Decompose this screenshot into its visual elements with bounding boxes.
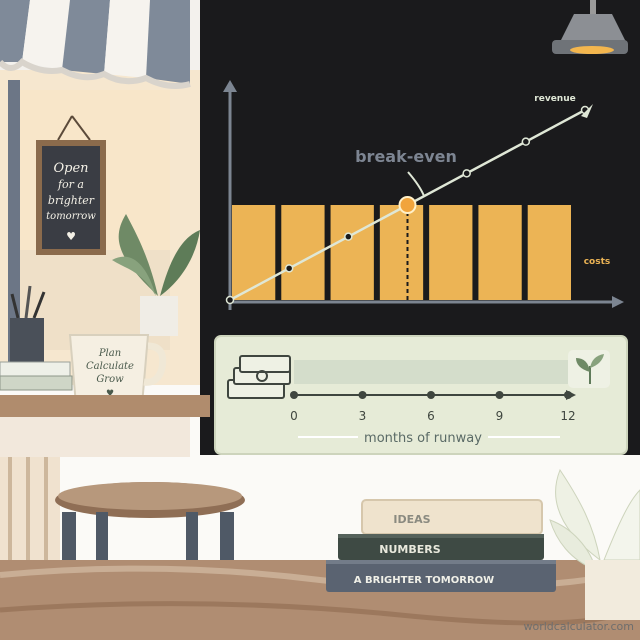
cost-bar bbox=[379, 205, 424, 300]
runway-label: months of runway bbox=[364, 431, 482, 446]
mug-heart-icon: ♥ bbox=[106, 389, 114, 399]
sign-line3: brighter bbox=[48, 194, 95, 207]
sign-heart-icon: ♥ bbox=[66, 230, 76, 243]
timeline-tick bbox=[427, 391, 435, 399]
book-middle-title: NUMBERS bbox=[379, 543, 440, 556]
runway-panel: 0 3 6 9 12 months of runway bbox=[214, 335, 628, 455]
awning bbox=[0, 0, 191, 89]
mug-line2: Calculate bbox=[86, 361, 134, 372]
break-even-label: break-even bbox=[355, 147, 457, 166]
money-stack-icon bbox=[227, 355, 291, 399]
cost-bar bbox=[527, 205, 571, 300]
costs-series-label: costs bbox=[584, 257, 611, 267]
timeline-tick bbox=[495, 391, 504, 399]
revenue-series-label: revenue bbox=[534, 94, 575, 104]
cost-bar bbox=[330, 205, 374, 300]
timeline-tick-label: 0 bbox=[290, 409, 298, 423]
runway-progress-fill bbox=[294, 360, 568, 384]
pendant-lamp-icon bbox=[552, 0, 628, 54]
timeline-tick-label: 9 bbox=[496, 409, 504, 423]
book-middle bbox=[338, 534, 544, 560]
book-bottom-title: A BRIGHTER TOMORROW bbox=[354, 575, 494, 586]
counter-books bbox=[0, 361, 73, 391]
timeline-tick bbox=[358, 391, 367, 399]
cost-bar bbox=[478, 205, 522, 300]
book-stack: IDEAS NUMBERS A BRIGHTER TOMORROW bbox=[326, 499, 556, 592]
timeline-tick bbox=[564, 391, 572, 399]
break-even-arrow-icon bbox=[407, 171, 425, 197]
mug-line1: Plan bbox=[98, 348, 121, 359]
revenue-arrow-icon bbox=[581, 104, 593, 118]
break-even-point bbox=[398, 196, 417, 214]
sprout-icon bbox=[568, 350, 610, 388]
table bbox=[0, 560, 640, 640]
sign-line2: for a bbox=[57, 178, 84, 191]
sign-line1: Open bbox=[53, 161, 88, 176]
revenue-point bbox=[284, 264, 294, 273]
book-top-title: IDEAS bbox=[393, 513, 430, 526]
y-axis-arrow-icon bbox=[223, 80, 237, 92]
timeline-tick-label: 3 bbox=[359, 409, 367, 423]
counter bbox=[0, 395, 210, 577]
book-top bbox=[361, 499, 543, 535]
pencil-cup-icon bbox=[10, 285, 46, 362]
mug: Plan Calculate Grow ♥ bbox=[68, 334, 167, 406]
x-axis-arrow-icon bbox=[612, 296, 624, 308]
timeline-tick bbox=[290, 391, 298, 399]
stool-icon bbox=[55, 482, 245, 572]
revenue-point bbox=[521, 137, 531, 146]
sign-line4: tomorrow bbox=[46, 211, 96, 222]
revenue-point bbox=[344, 232, 353, 241]
mug-line3: Grow bbox=[96, 374, 124, 385]
leaf-plant-icon bbox=[549, 468, 640, 620]
revenue-point bbox=[462, 169, 471, 178]
open-sign: Open for a brighter tomorrow ♥ bbox=[36, 115, 106, 255]
potted-plant-icon bbox=[112, 214, 200, 336]
cost-bar bbox=[429, 205, 473, 300]
chart: break-even revenue costs bbox=[223, 80, 624, 310]
revenue-point bbox=[225, 295, 235, 305]
timeline-tick-label: 6 bbox=[427, 409, 435, 423]
cost-bar bbox=[232, 205, 276, 300]
watermark: worldcalculator.com bbox=[524, 620, 635, 633]
book-bottom bbox=[326, 560, 556, 592]
timeline-tick-label: 12 bbox=[560, 409, 575, 423]
